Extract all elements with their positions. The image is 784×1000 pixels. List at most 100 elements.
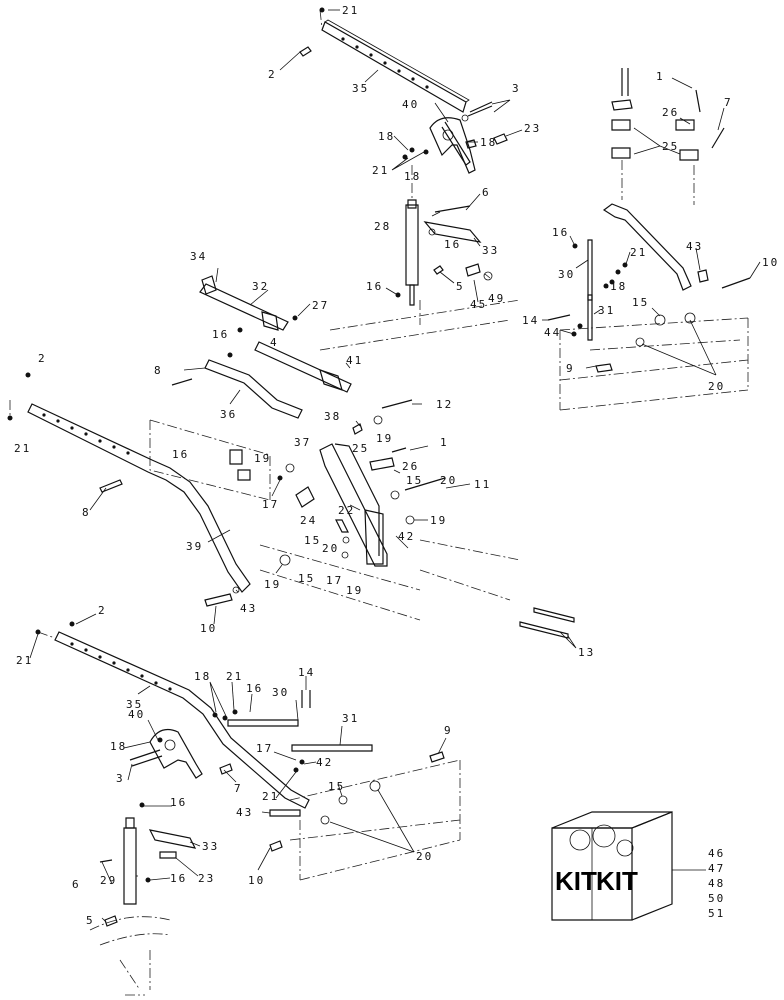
callout-18: 18: [404, 170, 421, 183]
callout-34: 34: [190, 250, 207, 263]
callout-29: 29: [100, 874, 117, 887]
callout-16: 16: [552, 226, 569, 239]
callout-21: 21: [16, 654, 33, 667]
callout-15: 15: [406, 474, 423, 487]
callout-31: 31: [342, 712, 359, 725]
kit-part-46: 46: [708, 847, 725, 860]
callout-19: 19: [430, 514, 447, 527]
callout-45: 45: [470, 298, 487, 311]
callout-20: 20: [322, 542, 339, 555]
callout-20: 20: [708, 380, 725, 393]
kit-box: KIT KIT 46 47 48 50 51: [551, 811, 725, 921]
callout-1: 1: [440, 436, 449, 449]
callout-26: 26: [402, 460, 419, 473]
right-assembly: [547, 68, 751, 411]
callout-17: 17: [262, 498, 279, 511]
callout-21: 21: [226, 670, 243, 683]
callout-1: 1: [656, 70, 665, 83]
callout-16: 16: [444, 238, 461, 251]
callout-9: 9: [566, 362, 575, 375]
callout-3: 3: [512, 82, 521, 95]
bottom-assembly: [35, 621, 461, 996]
callout-43: 43: [236, 806, 253, 819]
callout-8: 8: [82, 506, 91, 519]
callout-25: 25: [352, 442, 369, 455]
callout-5: 5: [456, 280, 465, 293]
callout-39: 39: [186, 540, 203, 553]
callout-19: 19: [376, 432, 393, 445]
callout-15: 15: [632, 296, 649, 309]
callout-49: 49: [488, 292, 505, 305]
callout-19: 19: [346, 584, 363, 597]
callout-16: 16: [170, 796, 187, 809]
callout-43: 43: [686, 240, 703, 253]
callout-15: 15: [298, 572, 315, 585]
callout-7: 7: [724, 96, 733, 109]
kit-part-51: 51: [708, 907, 725, 920]
callout-33: 33: [482, 244, 499, 257]
callout-21: 21: [14, 442, 31, 455]
callout-21: 21: [342, 4, 359, 17]
kit-part-47: 47: [708, 862, 725, 875]
callout-40: 40: [402, 98, 419, 111]
callout-15: 15: [304, 534, 321, 547]
callout-42: 42: [316, 756, 333, 769]
callout-19: 19: [264, 578, 281, 591]
callout-21: 21: [372, 164, 389, 177]
callout-17: 17: [256, 742, 273, 755]
callout-16: 16: [172, 448, 189, 461]
callout-33: 33: [202, 840, 219, 853]
callout-9: 9: [444, 724, 453, 737]
callout-4: 4: [270, 336, 279, 349]
callout-6: 6: [72, 878, 81, 891]
callout-44: 44: [544, 326, 561, 339]
callout-30: 30: [272, 686, 289, 699]
callout-25: 25: [662, 140, 679, 153]
callout-17: 17: [326, 574, 343, 587]
callout-18: 18: [194, 670, 211, 683]
callout-23: 23: [524, 122, 541, 135]
callout-18: 18: [480, 136, 497, 149]
middle-assembly: [7, 275, 575, 639]
callout-10: 10: [248, 874, 265, 887]
callout-20: 20: [416, 850, 433, 863]
callout-42: 42: [398, 530, 415, 543]
callout-35: 35: [126, 698, 143, 711]
callout-21: 21: [262, 790, 279, 803]
callout-labels: 21 2 35 3 40 23 18 18 21 18 6 28 16 33 1…: [14, 4, 779, 927]
callout-38: 38: [324, 410, 341, 423]
callout-23: 23: [198, 872, 215, 885]
callout-16: 16: [212, 328, 229, 341]
callout-2: 2: [268, 68, 277, 81]
callout-18: 18: [378, 130, 395, 143]
callout-12: 12: [436, 398, 453, 411]
callout-2: 2: [38, 352, 47, 365]
callout-36: 36: [220, 408, 237, 421]
callout-24: 24: [300, 514, 317, 527]
callout-26: 26: [662, 106, 679, 119]
kit-part-48: 48: [708, 877, 725, 890]
callout-2: 2: [98, 604, 107, 617]
callout-31: 31: [598, 304, 615, 317]
callout-16: 16: [366, 280, 383, 293]
callout-43: 43: [240, 602, 257, 615]
callout-leaders: [29, 9, 761, 923]
callout-8: 8: [154, 364, 163, 377]
callout-7: 7: [234, 782, 243, 795]
callout-14: 14: [522, 314, 539, 327]
callout-22: 22: [338, 504, 355, 517]
callout-35: 35: [352, 82, 369, 95]
callout-32: 32: [252, 280, 269, 293]
kit-box-label-left: KIT: [555, 866, 597, 896]
callout-28: 28: [374, 220, 391, 233]
callout-16: 16: [170, 872, 187, 885]
callout-30: 30: [558, 268, 575, 281]
callout-21: 21: [630, 246, 647, 259]
kit-box-label-right: KIT: [596, 866, 638, 896]
callout-10: 10: [762, 256, 779, 269]
callout-13: 13: [578, 646, 595, 659]
callout-20: 20: [440, 474, 457, 487]
callout-18: 18: [110, 740, 127, 753]
callout-19: 19: [254, 452, 271, 465]
